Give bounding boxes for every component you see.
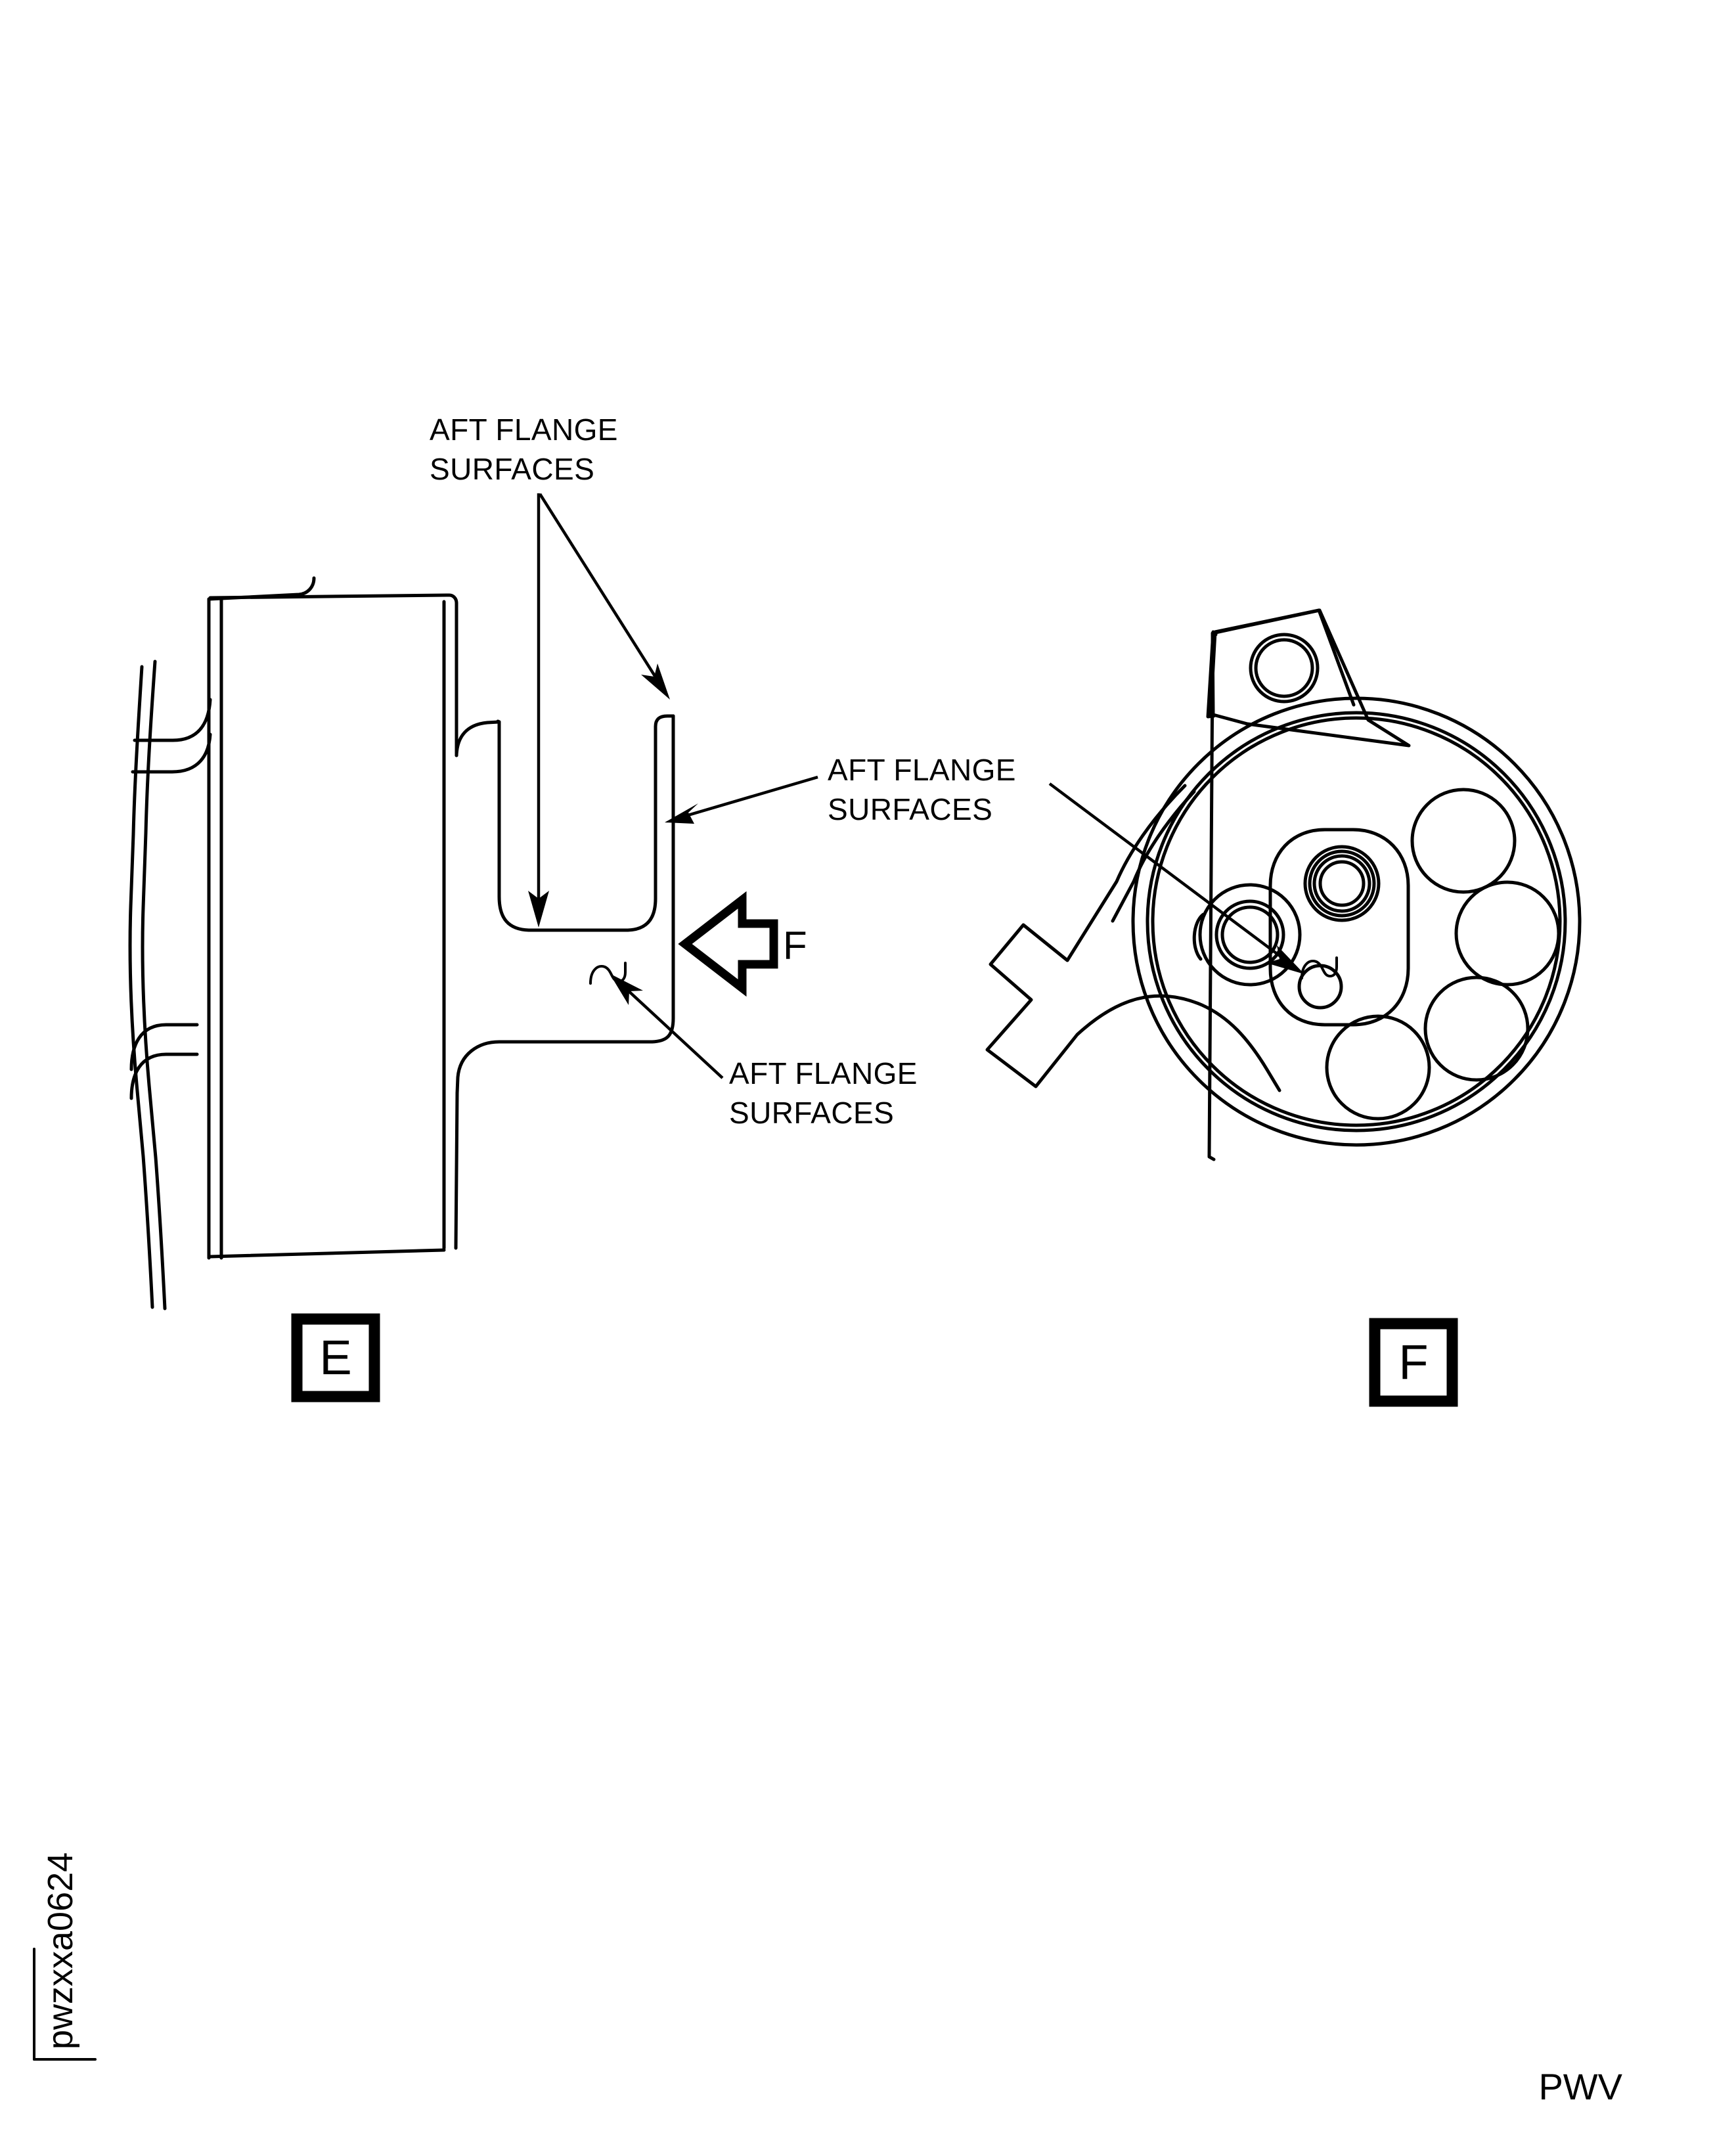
break-fillet-lower-b: [129, 1052, 199, 1100]
callout-top-left-group: AFT FLANGE SURFACES: [430, 413, 670, 928]
callout-top-left-line2: SURFACES: [430, 452, 594, 486]
left-boss-shadow-arc: [1192, 912, 1205, 961]
view-e-box: [291, 1313, 380, 1402]
callout-bottom-leader: [625, 987, 724, 1079]
flange-web-upper: [455, 720, 501, 757]
break-fillet-upper-a: [133, 698, 212, 742]
view-f-box: [1369, 1318, 1458, 1407]
bracket-lobe-outline: [985, 784, 1281, 1092]
break-fillet-lower-a: [129, 1023, 199, 1071]
cylinder-top-edge: [208, 593, 458, 605]
callout-top-left-arrowhead-vertical: [528, 891, 549, 928]
callout-middle-right-group: AFT FLANGE SURFACES: [665, 753, 1304, 974]
center-bearing-ring-inner: [1312, 854, 1371, 913]
callout-top-left-leader-diagonal: [539, 493, 659, 683]
cylinder-body-outline: [207, 576, 316, 601]
flange-surface-mark-icon-f: [1301, 956, 1338, 979]
center-bearing-ring-outer: [1303, 845, 1381, 922]
flange-channel-inner-left: [497, 720, 657, 932]
callout-top-left-arrowhead-diagonal: [641, 663, 670, 700]
mount-arm-polygon: [1211, 608, 1411, 748]
callout-middle-right-leader-left: [685, 775, 818, 818]
callout-top-left-line1: AFT FLANGE: [430, 413, 618, 447]
callout-bottom-line2: SURFACES: [729, 1096, 894, 1130]
flange-foot: [455, 1016, 675, 1095]
left-bolt-hole-inner: [1220, 905, 1280, 964]
callout-bottom-line1: AFT FLANGE: [729, 1056, 918, 1090]
housing-inner-circle: [1151, 716, 1562, 1127]
pocket-circle-2: [1454, 880, 1561, 987]
callout-middle-right-arrowhead-right: [1266, 945, 1304, 974]
corner-id-text: pwzxxa0624: [41, 1852, 80, 2049]
callout-middle-right-line2: SURFACES: [828, 792, 992, 826]
callout-middle-right-arrowhead-left: [665, 803, 698, 824]
break-line-outer: [128, 665, 154, 1309]
view-e-label: E: [291, 1313, 380, 1402]
mount-arm-outline: [1207, 669, 1216, 1161]
center-bearing-ring-mid: [1308, 849, 1376, 918]
footer-id-text: PWV: [1538, 2066, 1622, 2107]
pocket-circle-4: [1325, 1014, 1431, 1121]
view-e-letter: E: [319, 1330, 351, 1385]
left-bolt-boss-outer: [1198, 883, 1302, 987]
left-bolt-hole-outer: [1214, 899, 1285, 970]
callout-bottom-group: AFT FLANGE SURFACES: [610, 974, 918, 1130]
flange-outer-leg-left: [654, 714, 675, 730]
pocket-circle-3: [1423, 975, 1530, 1082]
view-direction-arrow-group: F: [678, 891, 807, 997]
callout-middle-right-line1: AFT FLANGE: [828, 753, 1016, 787]
housing-rim-circle: [1146, 711, 1567, 1132]
view-f-label: F: [1369, 1318, 1458, 1407]
housing-outer-circle: [1131, 696, 1582, 1147]
left-arrow-icon: [678, 891, 778, 997]
bracket-lobe-inner-edge: [1111, 790, 1196, 923]
view-f-geometry: [985, 608, 1582, 1161]
callout-middle-right-leader-right: [1048, 782, 1285, 960]
mount-arm-bolt-hole-outer: [1249, 633, 1320, 704]
callout-bottom-arrowhead: [610, 974, 643, 1005]
center-oblong-boss: [1268, 828, 1410, 1027]
cylinder-bottom-edge: [208, 1248, 446, 1259]
break-line-inner: [141, 660, 167, 1310]
flange-foot-to-barrel: [454, 1091, 459, 1250]
view-f-letter: F: [1398, 1335, 1428, 1389]
view-direction-letter: F: [783, 924, 807, 968]
view-e-geometry: [128, 576, 675, 1310]
center-bore-circle: [1318, 860, 1366, 907]
mount-arm-bolt-hole-inner: [1254, 638, 1314, 698]
pocket-circle-1: [1410, 788, 1517, 894]
corner-id-group: pwzxxa0624: [33, 1852, 97, 2061]
